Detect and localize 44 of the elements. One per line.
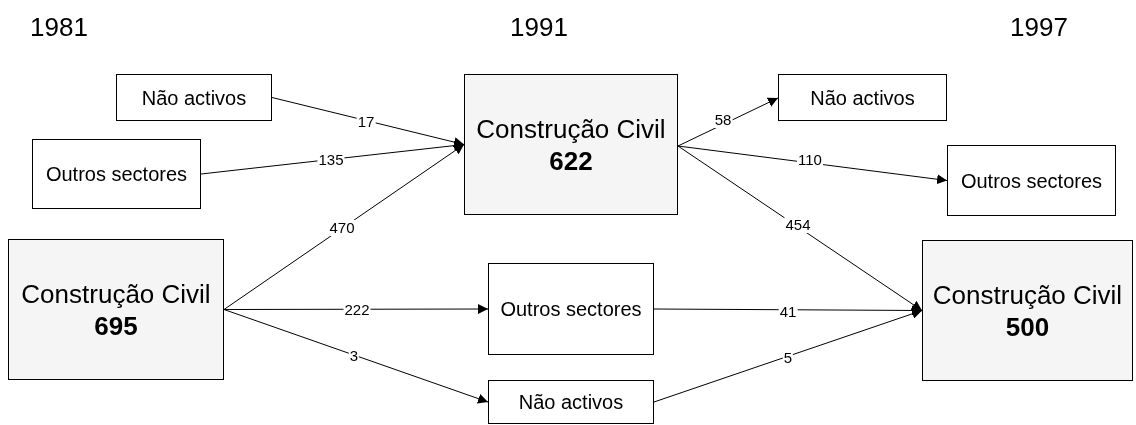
- arrow: [223, 144, 465, 310]
- year-label: 1997: [1010, 12, 1068, 43]
- sector-box: [116, 74, 272, 121]
- arrow: [653, 305, 923, 316]
- arrow: [223, 309, 489, 404]
- sector-box: [778, 74, 947, 121]
- node-label: Construção Civil: [21, 277, 211, 310]
- edge-label: 17: [356, 114, 376, 130]
- node-label: Não activos: [518, 390, 624, 414]
- node-label: Outros sectores: [45, 162, 188, 186]
- sector-box-highlighted: [464, 74, 678, 215]
- sector-box-highlighted: [922, 240, 1133, 381]
- total-value: 622: [549, 144, 593, 177]
- edge-label: 110: [797, 152, 823, 168]
- node-label: Construção Civil: [932, 278, 1123, 311]
- arrow: [677, 145, 948, 185]
- sector-box: [488, 380, 654, 424]
- node-label: Outros sectores: [500, 297, 642, 321]
- edge-label: 58: [713, 112, 733, 128]
- sector-box: [32, 139, 201, 209]
- year-label: 1991: [510, 12, 568, 43]
- node-label: Não activos: [141, 85, 247, 110]
- edge-label: 454: [784, 217, 812, 233]
- sector-box: [488, 263, 654, 355]
- edge-label: 3: [348, 348, 360, 364]
- sector-box-highlighted: [8, 239, 224, 380]
- arrow: [677, 145, 923, 311]
- node-label: Construção Civil: [476, 112, 666, 145]
- edge-label: 41: [778, 304, 798, 320]
- arrow: [271, 97, 465, 147]
- total-value: 695: [94, 309, 138, 342]
- edge-label: 135: [317, 152, 345, 168]
- edge-label: 5: [782, 350, 794, 366]
- arrow: [677, 97, 779, 147]
- sector-box: [947, 145, 1116, 216]
- year-label: 1981: [30, 12, 88, 43]
- node-label: Não activos: [810, 85, 915, 110]
- total-value: 500: [1005, 310, 1050, 343]
- arrow: [200, 140, 465, 175]
- edge-label: 222: [343, 302, 371, 318]
- edge-label: 470: [328, 220, 356, 236]
- node-label: Outros sectores: [960, 168, 1103, 193]
- arrow: [653, 309, 923, 403]
- arrow: [223, 304, 489, 314]
